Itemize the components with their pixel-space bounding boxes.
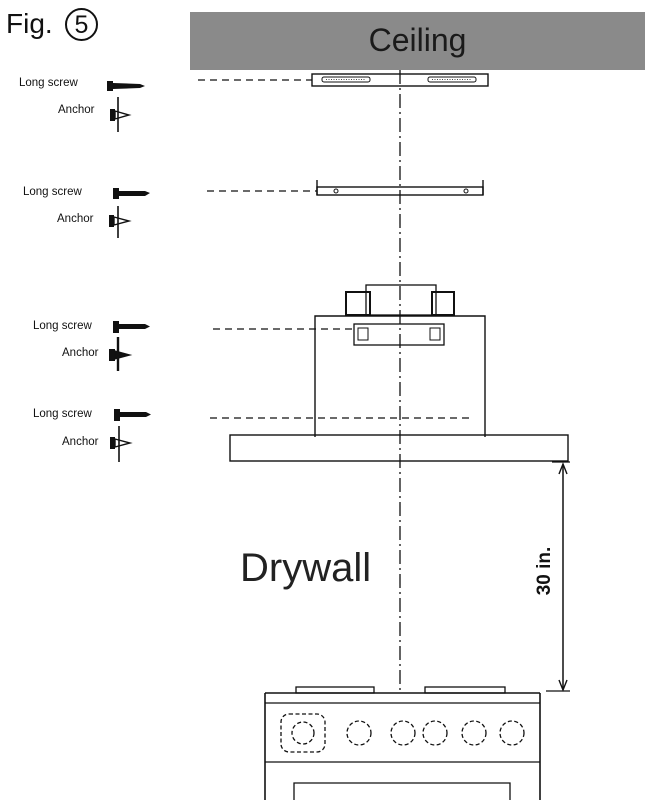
anchor-label-2: Anchor xyxy=(57,213,94,225)
support-bracket xyxy=(316,180,484,196)
anchor-label-4: Anchor xyxy=(62,436,99,448)
stove xyxy=(264,686,541,800)
figure-number: 5 xyxy=(65,8,98,41)
range-hood xyxy=(229,284,569,462)
long-screw-icon xyxy=(113,321,150,333)
anchor-label-1: Anchor xyxy=(58,104,95,116)
control-knob xyxy=(422,720,448,746)
wall-anchor-icon xyxy=(109,337,133,371)
control-knob xyxy=(499,720,525,746)
control-knob xyxy=(461,720,487,746)
ceiling-label: Ceiling xyxy=(368,22,467,58)
figure-label: Fig. xyxy=(6,8,53,39)
long-screw-label-2: Long screw xyxy=(23,186,82,198)
control-knob xyxy=(346,720,372,746)
wall-anchor-icon xyxy=(110,426,133,462)
ceiling-band xyxy=(190,12,645,70)
wall-anchor-icon xyxy=(109,206,132,238)
wall-anchor-icon xyxy=(110,97,132,132)
long-screw-icon xyxy=(107,81,145,91)
ceiling-bracket xyxy=(311,73,489,87)
distance-dimension xyxy=(546,461,570,692)
long-screw-label-4: Long screw xyxy=(33,408,92,420)
anchor-label-3: Anchor xyxy=(62,347,99,359)
control-knob xyxy=(390,720,416,746)
long-screw-icon xyxy=(114,409,151,421)
long-screw-label-1: Long screw xyxy=(19,77,78,89)
long-screw-icon xyxy=(113,188,150,199)
long-screw-label-3: Long screw xyxy=(33,320,92,332)
drywall-label: Drywall xyxy=(240,546,372,590)
control-knob xyxy=(280,713,326,753)
